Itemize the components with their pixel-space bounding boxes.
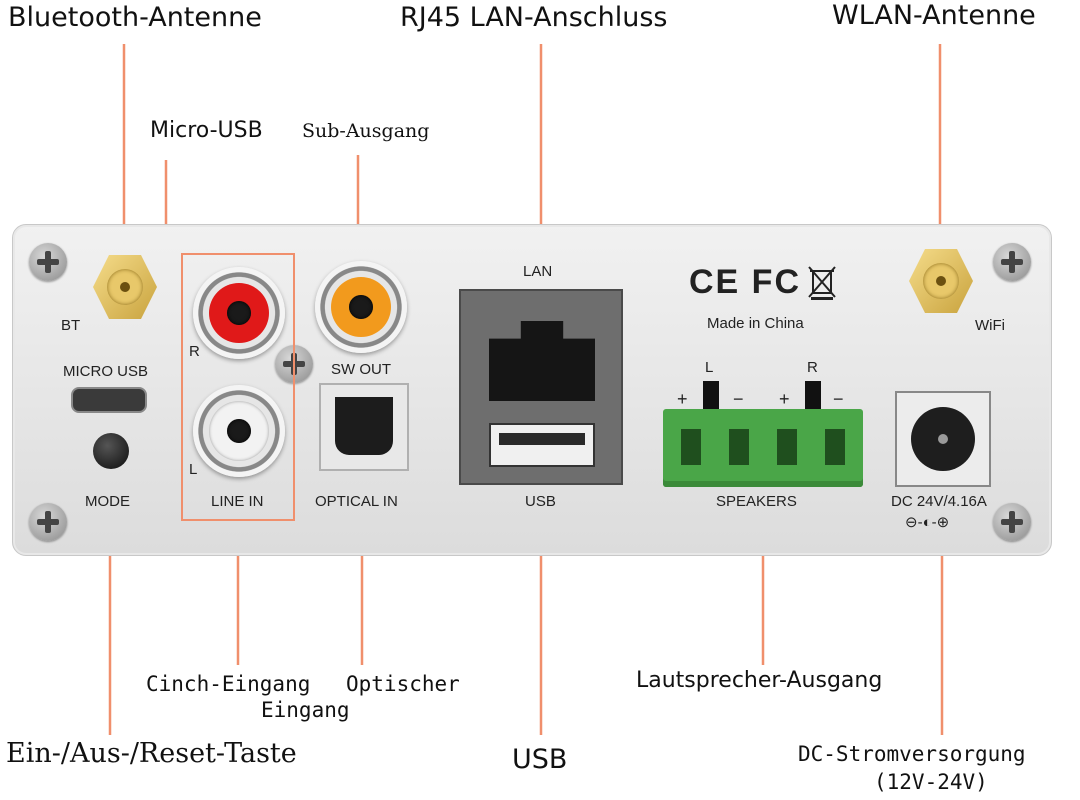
bluetooth-antenna-connector [93, 255, 157, 319]
device-rear-panel: BT MICRO USB MODE R L LINE IN SW OUT OPT… [12, 224, 1052, 556]
label-bt: BT [61, 317, 81, 334]
mode-button[interactable] [93, 433, 129, 469]
label-plus-l: + [677, 389, 688, 409]
callout-dc-power-2: (12V-24V) [874, 770, 988, 794]
label-made-in: Made in China [707, 315, 804, 332]
label-dc-rating: DC 24V/4.16A [891, 493, 987, 510]
label-optical-in: OPTICAL IN [315, 493, 398, 510]
dc-power-jack [895, 391, 991, 487]
label-speaker-l: L [705, 359, 714, 376]
ethernet-port [489, 321, 595, 401]
optical-input-port [319, 383, 409, 471]
screw-icon [993, 243, 1031, 281]
label-speaker-r: R [807, 359, 818, 376]
speaker-terminal-block [663, 409, 863, 487]
callout-optical-input-2: Eingang [261, 698, 350, 722]
terminal-lever-r [805, 381, 821, 413]
weee-bin-icon [807, 265, 837, 301]
label-micro-usb: MICRO USB [63, 363, 149, 380]
label-speakers: SPEAKERS [716, 493, 797, 510]
callout-sub-output: Sub-Ausgang [302, 120, 430, 142]
callout-rj45-lan: RJ45 LAN-Anschluss [400, 2, 668, 33]
line-in-highlight-box [181, 253, 295, 521]
label-sw-out: SW OUT [331, 361, 391, 378]
callout-cinch-input: Cinch-Eingang [146, 672, 311, 696]
callout-optical-input-1: Optischer [346, 672, 460, 696]
callout-wlan-antenna: WLAN-Antenne [832, 0, 1036, 31]
label-wifi: WiFi [975, 317, 1005, 334]
certification-logos: CE FC [689, 263, 801, 301]
label-usb: USB [525, 493, 556, 510]
screw-icon [29, 243, 67, 281]
label-r: R [189, 343, 200, 360]
screw-icon [993, 503, 1031, 541]
rca-orange-jack [315, 261, 407, 353]
label-plus-r: + [779, 389, 790, 409]
callout-power-reset: Ein-/Aus-/Reset-Taste [6, 738, 297, 769]
label-l: L [189, 461, 198, 478]
callout-dc-power-1: DC-Stromversorgung [798, 742, 1026, 766]
label-line-in: LINE IN [211, 493, 264, 510]
usb-port [489, 423, 595, 467]
label-minus-r: − [833, 389, 844, 409]
rca-red-jack [193, 267, 285, 359]
wlan-antenna-connector [909, 249, 973, 313]
lan-usb-port-frame [459, 289, 623, 485]
callout-bluetooth-antenna: Bluetooth-Antenne [8, 2, 262, 33]
micro-usb-port [71, 387, 147, 413]
callout-micro-usb: Micro-USB [150, 118, 263, 143]
screw-icon [29, 503, 67, 541]
callout-usb: USB [512, 744, 568, 775]
terminal-lever-l [703, 381, 719, 413]
label-mode: MODE [85, 493, 130, 510]
callout-speaker-output: Lautsprecher-Ausgang [636, 668, 883, 693]
polarity-symbol: ⊖-◐-⊕ [905, 514, 950, 531]
label-lan: LAN [523, 263, 553, 280]
label-minus-l: − [733, 389, 744, 409]
rca-white-jack [193, 385, 285, 477]
